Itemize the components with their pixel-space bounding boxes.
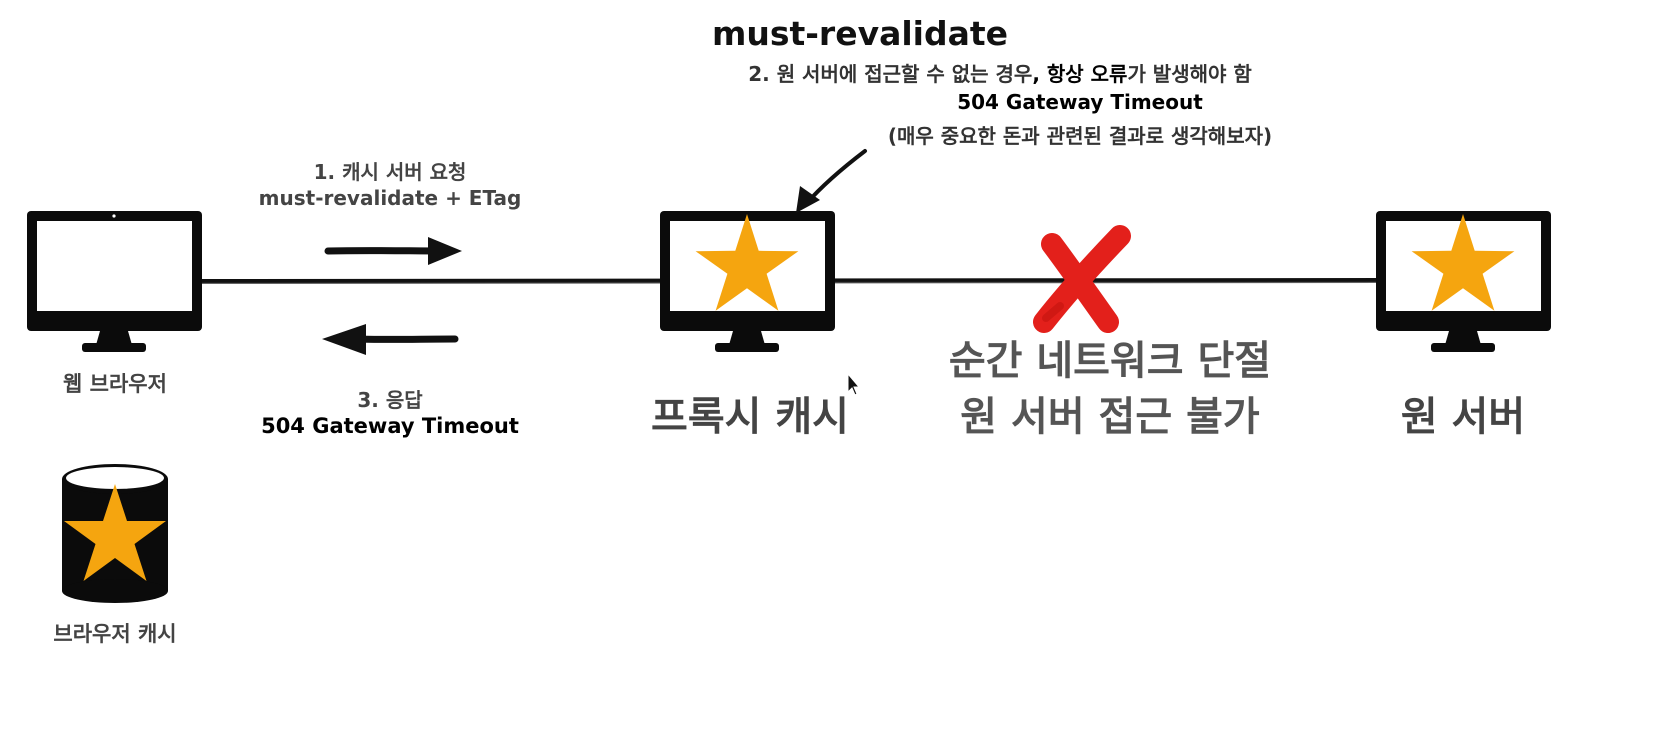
request-line-2: must-revalidate + ETag: [258, 186, 522, 210]
failure-line-2: 원 서버 접근 불가: [960, 394, 1260, 440]
cross-icon: [1033, 225, 1131, 333]
response-line-2: 504 Gateway Timeout: [261, 414, 519, 438]
arrow-left-icon: [322, 324, 459, 355]
proxy-star-icon: [695, 214, 799, 311]
note-line-3: (매우 중요한 돈과 관련된 결과로 생각해보자): [887, 124, 1273, 148]
response-line-1: 3. 응답: [357, 388, 423, 412]
proxy-monitor-icon: [660, 211, 835, 352]
request-line-1: 1. 캐시 서버 요청: [313, 160, 467, 184]
mouse-cursor-icon: [847, 372, 861, 396]
browser-cache-database-icon: [62, 464, 168, 603]
note-line-1: 2. 원 서버에 접근할 수 없는 경우, 항상 오류가 발생해야 함: [660, 58, 1340, 87]
note-line-2: 504 Gateway Timeout: [957, 90, 1203, 114]
proxy-label: 프록시 캐시: [651, 394, 849, 440]
pointer-arrow-icon: [796, 149, 867, 213]
page-title: must-revalidate: [711, 14, 1009, 53]
browser-monitor-icon: [27, 211, 202, 352]
arrow-right-icon: [324, 237, 462, 265]
note-line-1-suffix: 가 발생해야 함: [1127, 62, 1252, 86]
origin-star-icon: [1411, 214, 1515, 311]
origin-label: 원 서버: [1400, 394, 1526, 440]
origin-monitor-icon: [1376, 211, 1551, 352]
note-line-1-bold: , 항상 오류: [1032, 62, 1128, 86]
failure-line-1: 순간 네트워크 단절: [948, 338, 1272, 384]
cache-star-icon: [64, 484, 166, 581]
browser-label: 웹 브라우저: [63, 372, 167, 396]
browser-cache-label: 브라우저 캐시: [53, 622, 177, 646]
note-line-1-prefix: 2. 원 서버에 접근할 수 없는 경우: [748, 62, 1033, 86]
